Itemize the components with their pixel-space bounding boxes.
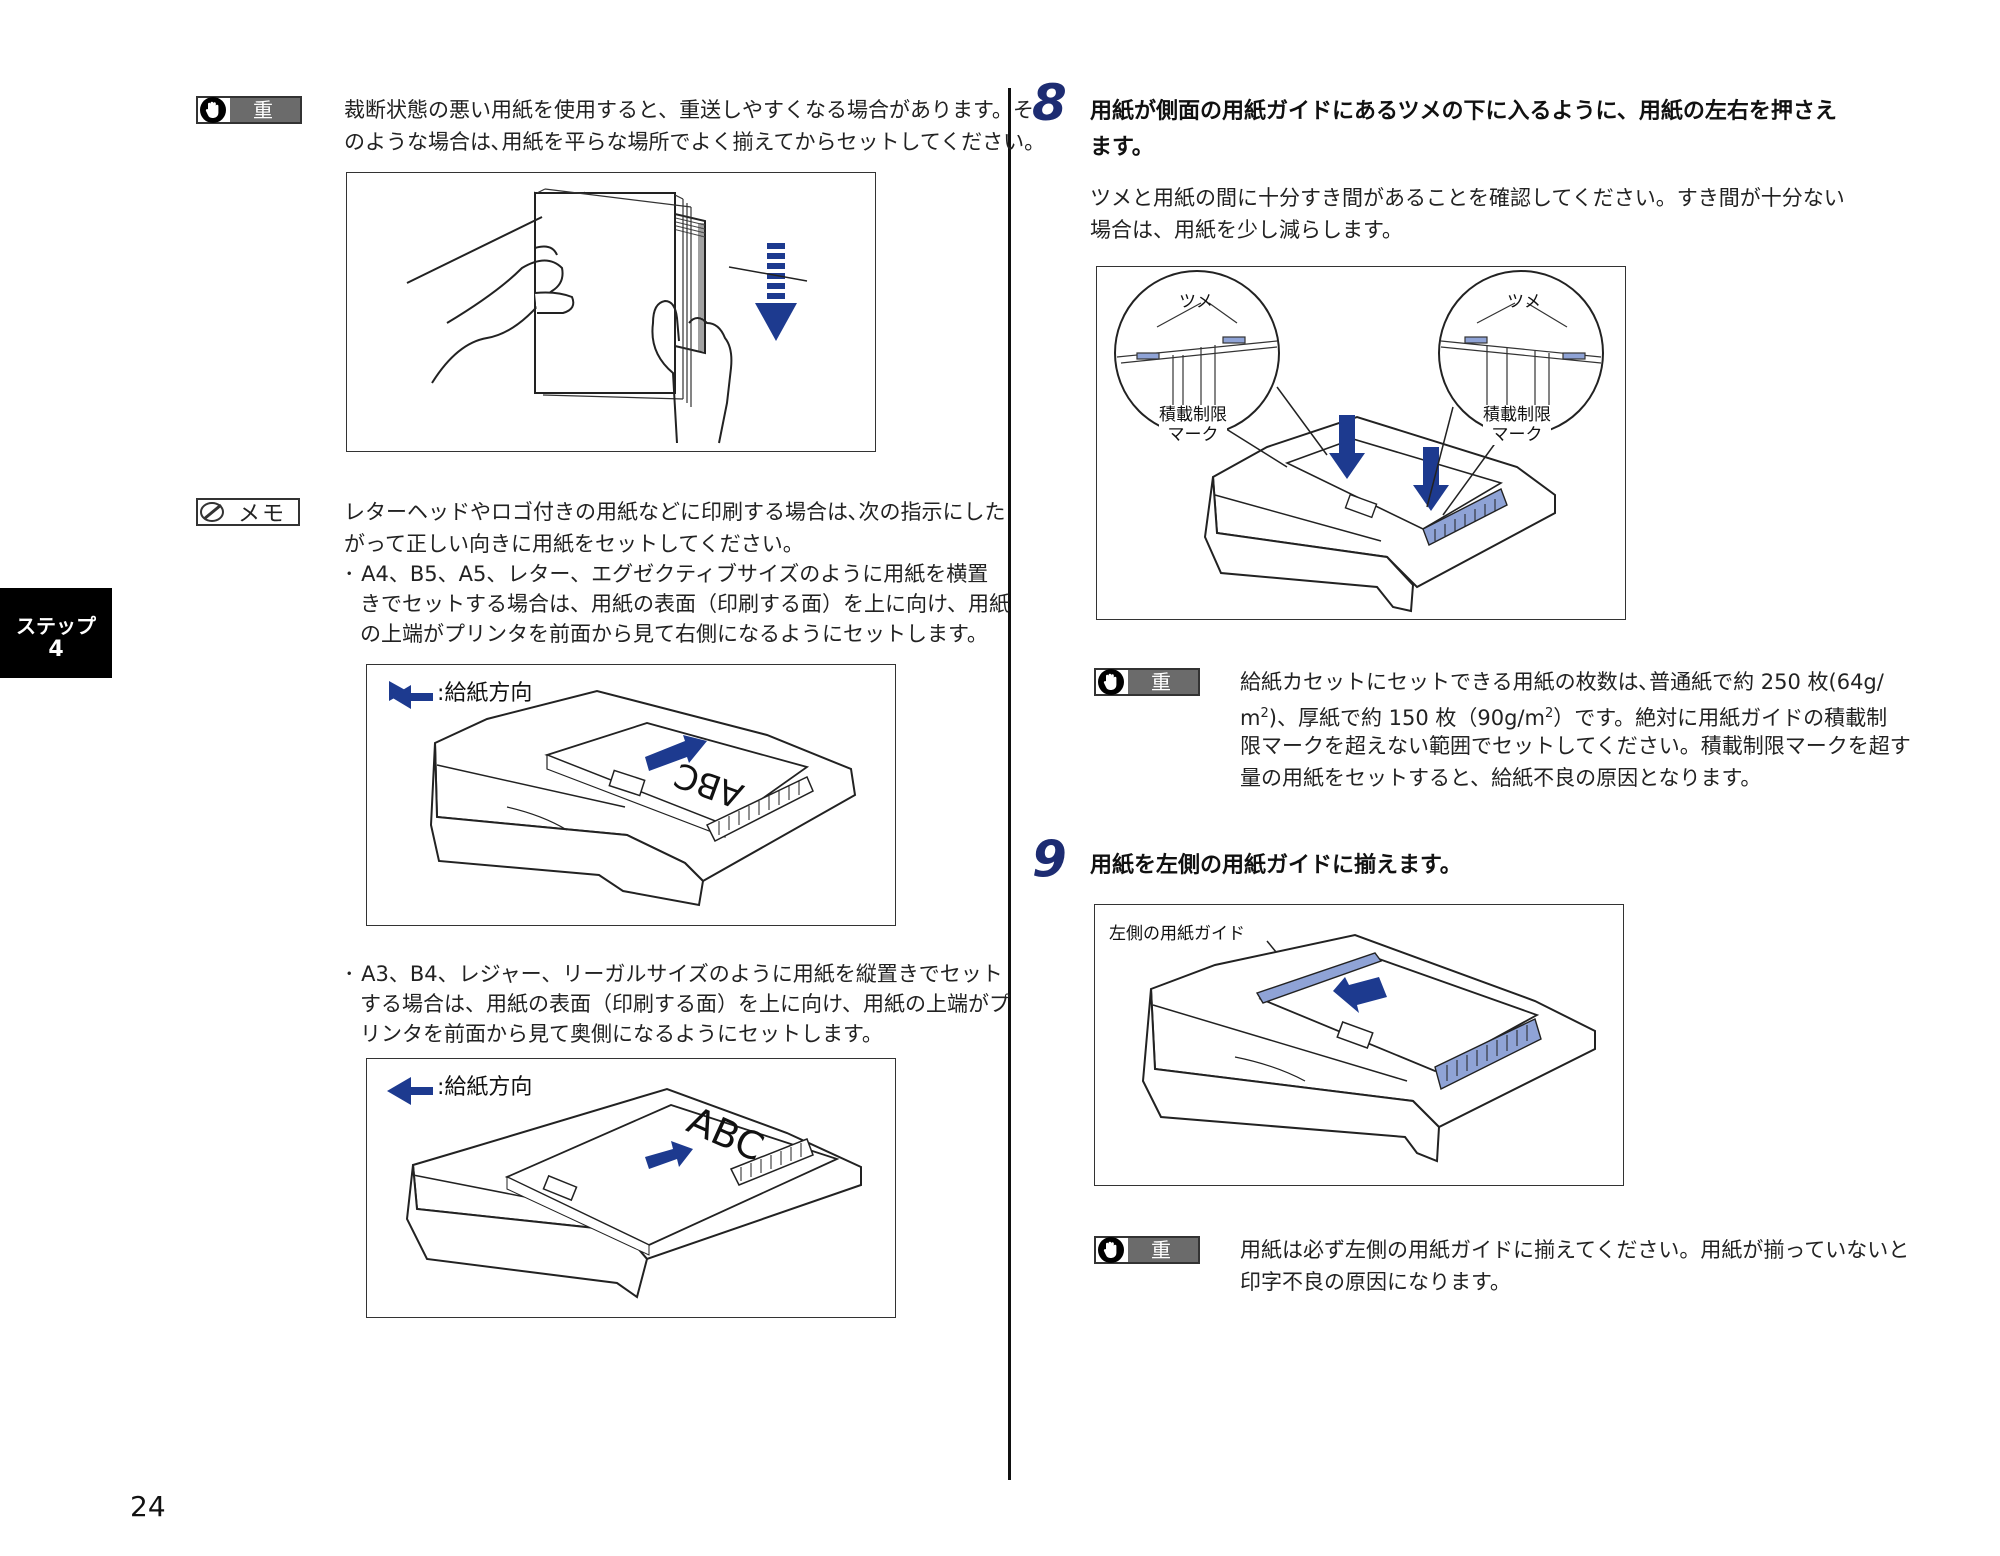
pencil-icon xyxy=(198,499,228,525)
memo-badge-label: メモ xyxy=(238,502,287,527)
superscript: 2 xyxy=(1260,706,1269,721)
figure-landscape-feed: ABC :給紙方向 xyxy=(366,664,896,926)
limit-mark-label: 積載制限 マーク xyxy=(1159,405,1227,445)
important-text-line: 用紙は必ず左側の用紙ガイドに揃えてください。用紙が揃っていないと xyxy=(1240,1238,1910,1262)
memo-bullet-line: する場合は、用紙の表面（印刷する面）を上に向け、用紙の上端がプ xyxy=(360,992,1010,1016)
tsume-label: ツメ xyxy=(1179,292,1213,312)
memo-text-line: がって正しい向きに用紙をセットしてください。 xyxy=(344,532,804,556)
important-text-line: 限マークを超えない範囲でセットしてください。積載制限マークを超す xyxy=(1240,734,1911,758)
memo-bullet-line: ･ A4、B5、A5、レター、エグゼクティブサイズのように用紙を横置 xyxy=(344,562,989,586)
step-heading-line: ます。 xyxy=(1090,135,1154,160)
memo-bullet-line: ･ A3、B4、レジャー、リーガルサイズのように用紙を縦置きでセット xyxy=(344,962,1003,986)
memo-text-line: レターヘッドやロゴ付きの用紙などに印刷する場合は､次の指示にした xyxy=(344,500,1006,524)
step-body-line: 場合は、用紙を少し減らします。 xyxy=(1090,218,1403,242)
superscript: 2 xyxy=(1544,706,1554,721)
figure-tsume-limit-mark: ツメ ツメ 積載制限 マーク 積載制限 マーク xyxy=(1096,266,1626,620)
important-badge: 重要 xyxy=(1094,668,1200,718)
important-badge: 重要 xyxy=(1094,1236,1200,1286)
page-number: 24 xyxy=(130,1490,166,1523)
important-text-line: m2)、厚紙で約 150 枚（90g/m2）です。絶対に用紙ガイドの積載制 xyxy=(1240,698,1887,734)
important-badge-label: 重要 xyxy=(1128,670,1198,718)
memo-bullet-line: きでセットする場合は、用紙の表面（印刷する面）を上に向け、用紙 xyxy=(360,592,1010,616)
text-fragment: )、厚紙で約 150 枚（90g/m xyxy=(1268,706,1545,730)
step-number: 8 xyxy=(1032,74,1067,132)
important-text-line: のような場合は､用紙を平らな場所でよく揃えてからセットしてください。 xyxy=(344,130,1046,154)
important-badge: 重要 xyxy=(196,96,302,146)
side-tab-label: ステップ xyxy=(16,614,96,638)
text-fragment: ）です。絶対に用紙ガイドの積載制 xyxy=(1553,706,1888,730)
feed-direction-label: :給紙方向 xyxy=(437,1075,533,1100)
hand-stop-icon xyxy=(1098,1237,1124,1263)
memo-bullet-line: の上端がプリンタを前面から見て右側になるようにセットします。 xyxy=(360,622,988,646)
figure-left-guide: 左側の用紙ガイド xyxy=(1094,904,1624,1186)
side-tab-number: 4 xyxy=(48,637,64,662)
important-text-line: 裁断状態の悪い用紙を使用すると、重送しやすくなる場合があります。そ xyxy=(344,98,1034,122)
left-guide-label: 左側の用紙ガイド xyxy=(1109,924,1245,944)
important-text-line: 印字不良の原因になります。 xyxy=(1240,1270,1511,1294)
tsume-label: ツメ xyxy=(1507,292,1541,312)
step-heading: 用紙を左側の用紙ガイドに揃えます。 xyxy=(1090,853,1462,878)
step-number: 9 xyxy=(1032,830,1067,888)
step-heading-line: 用紙が側面の用紙ガイドにあるツメの下に入るように、用紙の左右を押さえ xyxy=(1090,99,1837,124)
important-text-line: 量の用紙をセットすると、給紙不良の原因となります。 xyxy=(1240,766,1762,790)
side-step-tab: ステップ 4 xyxy=(0,588,112,678)
important-badge-label: 重要 xyxy=(1128,1238,1198,1286)
column-divider xyxy=(1008,88,1011,1480)
important-badge-label: 重要 xyxy=(230,98,300,146)
figure-hands-aligning-paper xyxy=(346,172,876,452)
hand-stop-icon xyxy=(1098,669,1124,695)
feed-direction-label: :給紙方向 xyxy=(437,681,533,706)
important-text-line: 給紙カセットにセットできる用紙の枚数は､普通紙で約 250 枚(64g/ xyxy=(1240,670,1884,694)
hand-stop-icon xyxy=(200,97,226,123)
limit-mark-label: 積載制限 マーク xyxy=(1483,405,1551,445)
memo-bullet-line: リンタを前面から見て奥側になるようにセットします。 xyxy=(360,1022,883,1046)
figure-portrait-feed: ABC :給紙方向 xyxy=(366,1058,896,1318)
step-body-line: ツメと用紙の間に十分すき間があることを確認してください。すき間が十分ない xyxy=(1090,186,1845,210)
limit-mark-label-line: 積載制限 xyxy=(1483,405,1551,425)
memo-badge: メモ xyxy=(196,498,300,527)
limit-mark-label-line: 積載制限 xyxy=(1159,405,1227,425)
limit-mark-label-line: マーク xyxy=(1491,425,1543,445)
text-fragment: m xyxy=(1240,706,1261,730)
limit-mark-label-line: マーク xyxy=(1167,425,1219,445)
